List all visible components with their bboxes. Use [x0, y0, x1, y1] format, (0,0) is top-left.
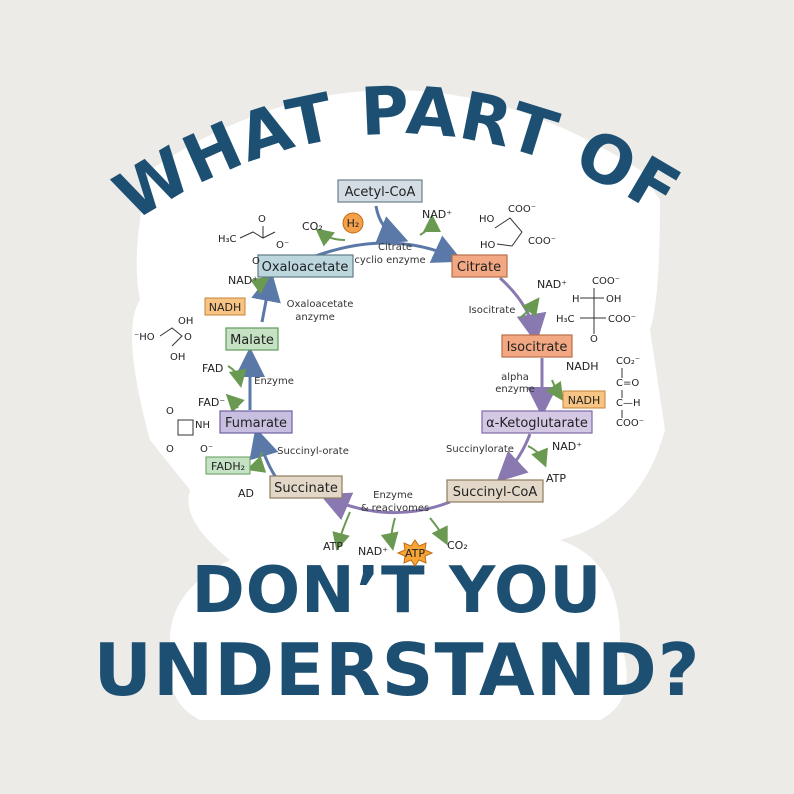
svg-text:HO: HO — [479, 214, 495, 225]
cofactor-arrows — [225, 214, 564, 551]
svg-text:NH: NH — [195, 420, 210, 431]
node-fumarate: Fumarate — [219, 410, 293, 434]
svg-text:OH: OH — [606, 294, 621, 305]
molecule-left-1: OH ⁻HO O OH — [134, 316, 193, 363]
svg-text:NADH: NADH — [568, 394, 601, 407]
svg-text:Malate: Malate — [230, 333, 274, 348]
svg-text:Succinylorate: Succinylorate — [446, 444, 514, 455]
svg-text:cyclio enzyme: cyclio enzyme — [354, 255, 425, 266]
enzyme-labels: Citrate cyclio enzyme Oxaloacetate anzym… — [254, 242, 535, 514]
svg-text:OH: OH — [178, 316, 193, 327]
svg-text:NADH: NADH — [566, 360, 599, 373]
svg-text:COO⁻: COO⁻ — [508, 204, 536, 215]
svg-text:Citrate: Citrate — [378, 242, 412, 253]
svg-text:NAD⁺: NAD⁺ — [228, 274, 258, 287]
svg-text:COO⁻: COO⁻ — [616, 418, 644, 429]
svg-text:Enzyme: Enzyme — [373, 490, 413, 501]
svg-text:⁻HO: ⁻HO — [134, 332, 155, 343]
svg-text:NAD⁺: NAD⁺ — [358, 545, 388, 558]
svg-text:FAD: FAD — [202, 362, 223, 375]
svg-text:& reacivomes: & reacivomes — [361, 503, 430, 514]
svg-text:CO₂: CO₂ — [447, 539, 468, 552]
svg-text:Isocitrate: Isocitrate — [469, 305, 516, 316]
svg-text:Enzyme: Enzyme — [254, 376, 294, 387]
node-ketoglutarate: α-Ketoglutarate — [481, 410, 593, 434]
svg-text:FADH₂: FADH₂ — [211, 460, 245, 473]
svg-text:Oxaloacetate: Oxaloacetate — [262, 260, 349, 275]
svg-text:C—H: C—H — [616, 398, 641, 409]
node-isocitrate: Isocitrate — [501, 334, 573, 358]
svg-text:O: O — [184, 332, 192, 343]
node-oxaloacetate: Oxaloacetate — [257, 254, 354, 278]
node-succinate: Succinate — [269, 475, 343, 499]
svg-text:anzyme: anzyme — [295, 312, 335, 323]
svg-text:O: O — [166, 406, 174, 417]
svg-text:CO₂: CO₂ — [302, 220, 323, 233]
molecule-right-1: COO⁻ H OH H₃C COO⁻ O — [556, 276, 636, 345]
svg-text:O: O — [166, 444, 174, 455]
svg-text:ATP: ATP — [323, 540, 343, 553]
node-acetyl-coa: Acetyl-CoA — [337, 179, 423, 203]
svg-text:NAD⁺: NAD⁺ — [422, 208, 452, 221]
node-succinyl-coa: Succinyl-CoA — [446, 479, 544, 503]
svg-text:NAD⁺: NAD⁺ — [552, 440, 582, 453]
cofactors: CO₂ H₂ NAD⁺ NAD⁺ NADH FAD FAD⁻ FADH₂ AD … — [198, 208, 606, 567]
molecule-top-right: HO COO⁻ HO COO⁻ — [479, 204, 556, 251]
svg-text:NAD⁺: NAD⁺ — [537, 278, 567, 291]
svg-text:α-Ketoglutarate: α-Ketoglutarate — [486, 416, 588, 431]
svg-text:H₃C: H₃C — [556, 314, 575, 325]
svg-text:C=O: C=O — [616, 378, 639, 389]
svg-text:NADH: NADH — [209, 301, 242, 314]
svg-text:enzyme: enzyme — [495, 384, 535, 395]
svg-text:HO: HO — [480, 240, 496, 251]
svg-text:O: O — [590, 334, 598, 345]
svg-text:ATP: ATP — [405, 547, 425, 560]
svg-text:Acetyl-CoA: Acetyl-CoA — [345, 185, 416, 200]
molecule-right-2: CO₂⁻ C=O C—H COO⁻ — [616, 356, 644, 429]
node-citrate: Citrate — [451, 254, 508, 278]
svg-text:O: O — [258, 214, 266, 225]
svg-text:Citrate: Citrate — [457, 260, 501, 275]
molecule-left-2: O NH O⁻ O — [166, 406, 213, 455]
svg-text:AD: AD — [238, 487, 254, 500]
molecule-top-left: O H₃C O⁻ O — [218, 214, 289, 267]
svg-text:O⁻: O⁻ — [200, 444, 213, 455]
svg-text:Succinate: Succinate — [274, 481, 338, 496]
svg-text:ATP: ATP — [546, 472, 566, 485]
svg-text:Fumarate: Fumarate — [225, 416, 287, 431]
svg-text:Isocitrate: Isocitrate — [507, 340, 568, 355]
svg-text:CO₂⁻: CO₂⁻ — [616, 356, 640, 367]
title-bottom-line2: UNDERSTAND? — [93, 628, 700, 712]
svg-text:FAD⁻: FAD⁻ — [198, 396, 225, 409]
svg-text:COO⁻: COO⁻ — [608, 314, 636, 325]
svg-text:O: O — [252, 256, 260, 267]
svg-text:COO⁻: COO⁻ — [592, 276, 620, 287]
svg-text:H: H — [572, 294, 580, 305]
svg-text:COO⁻: COO⁻ — [528, 236, 556, 247]
svg-text:OH: OH — [170, 352, 185, 363]
svg-text:H₃C: H₃C — [218, 234, 237, 245]
svg-text:O⁻: O⁻ — [276, 240, 289, 251]
svg-text:alpha: alpha — [501, 372, 529, 383]
svg-text:Oxaloacetate: Oxaloacetate — [287, 299, 354, 310]
svg-text:Succinyl-orate: Succinyl-orate — [277, 446, 349, 457]
svg-text:Succinyl-CoA: Succinyl-CoA — [453, 485, 538, 500]
title-bottom-line1: DON’T YOU — [192, 554, 603, 628]
svg-text:H₂: H₂ — [347, 217, 360, 230]
node-malate: Malate — [225, 327, 279, 351]
